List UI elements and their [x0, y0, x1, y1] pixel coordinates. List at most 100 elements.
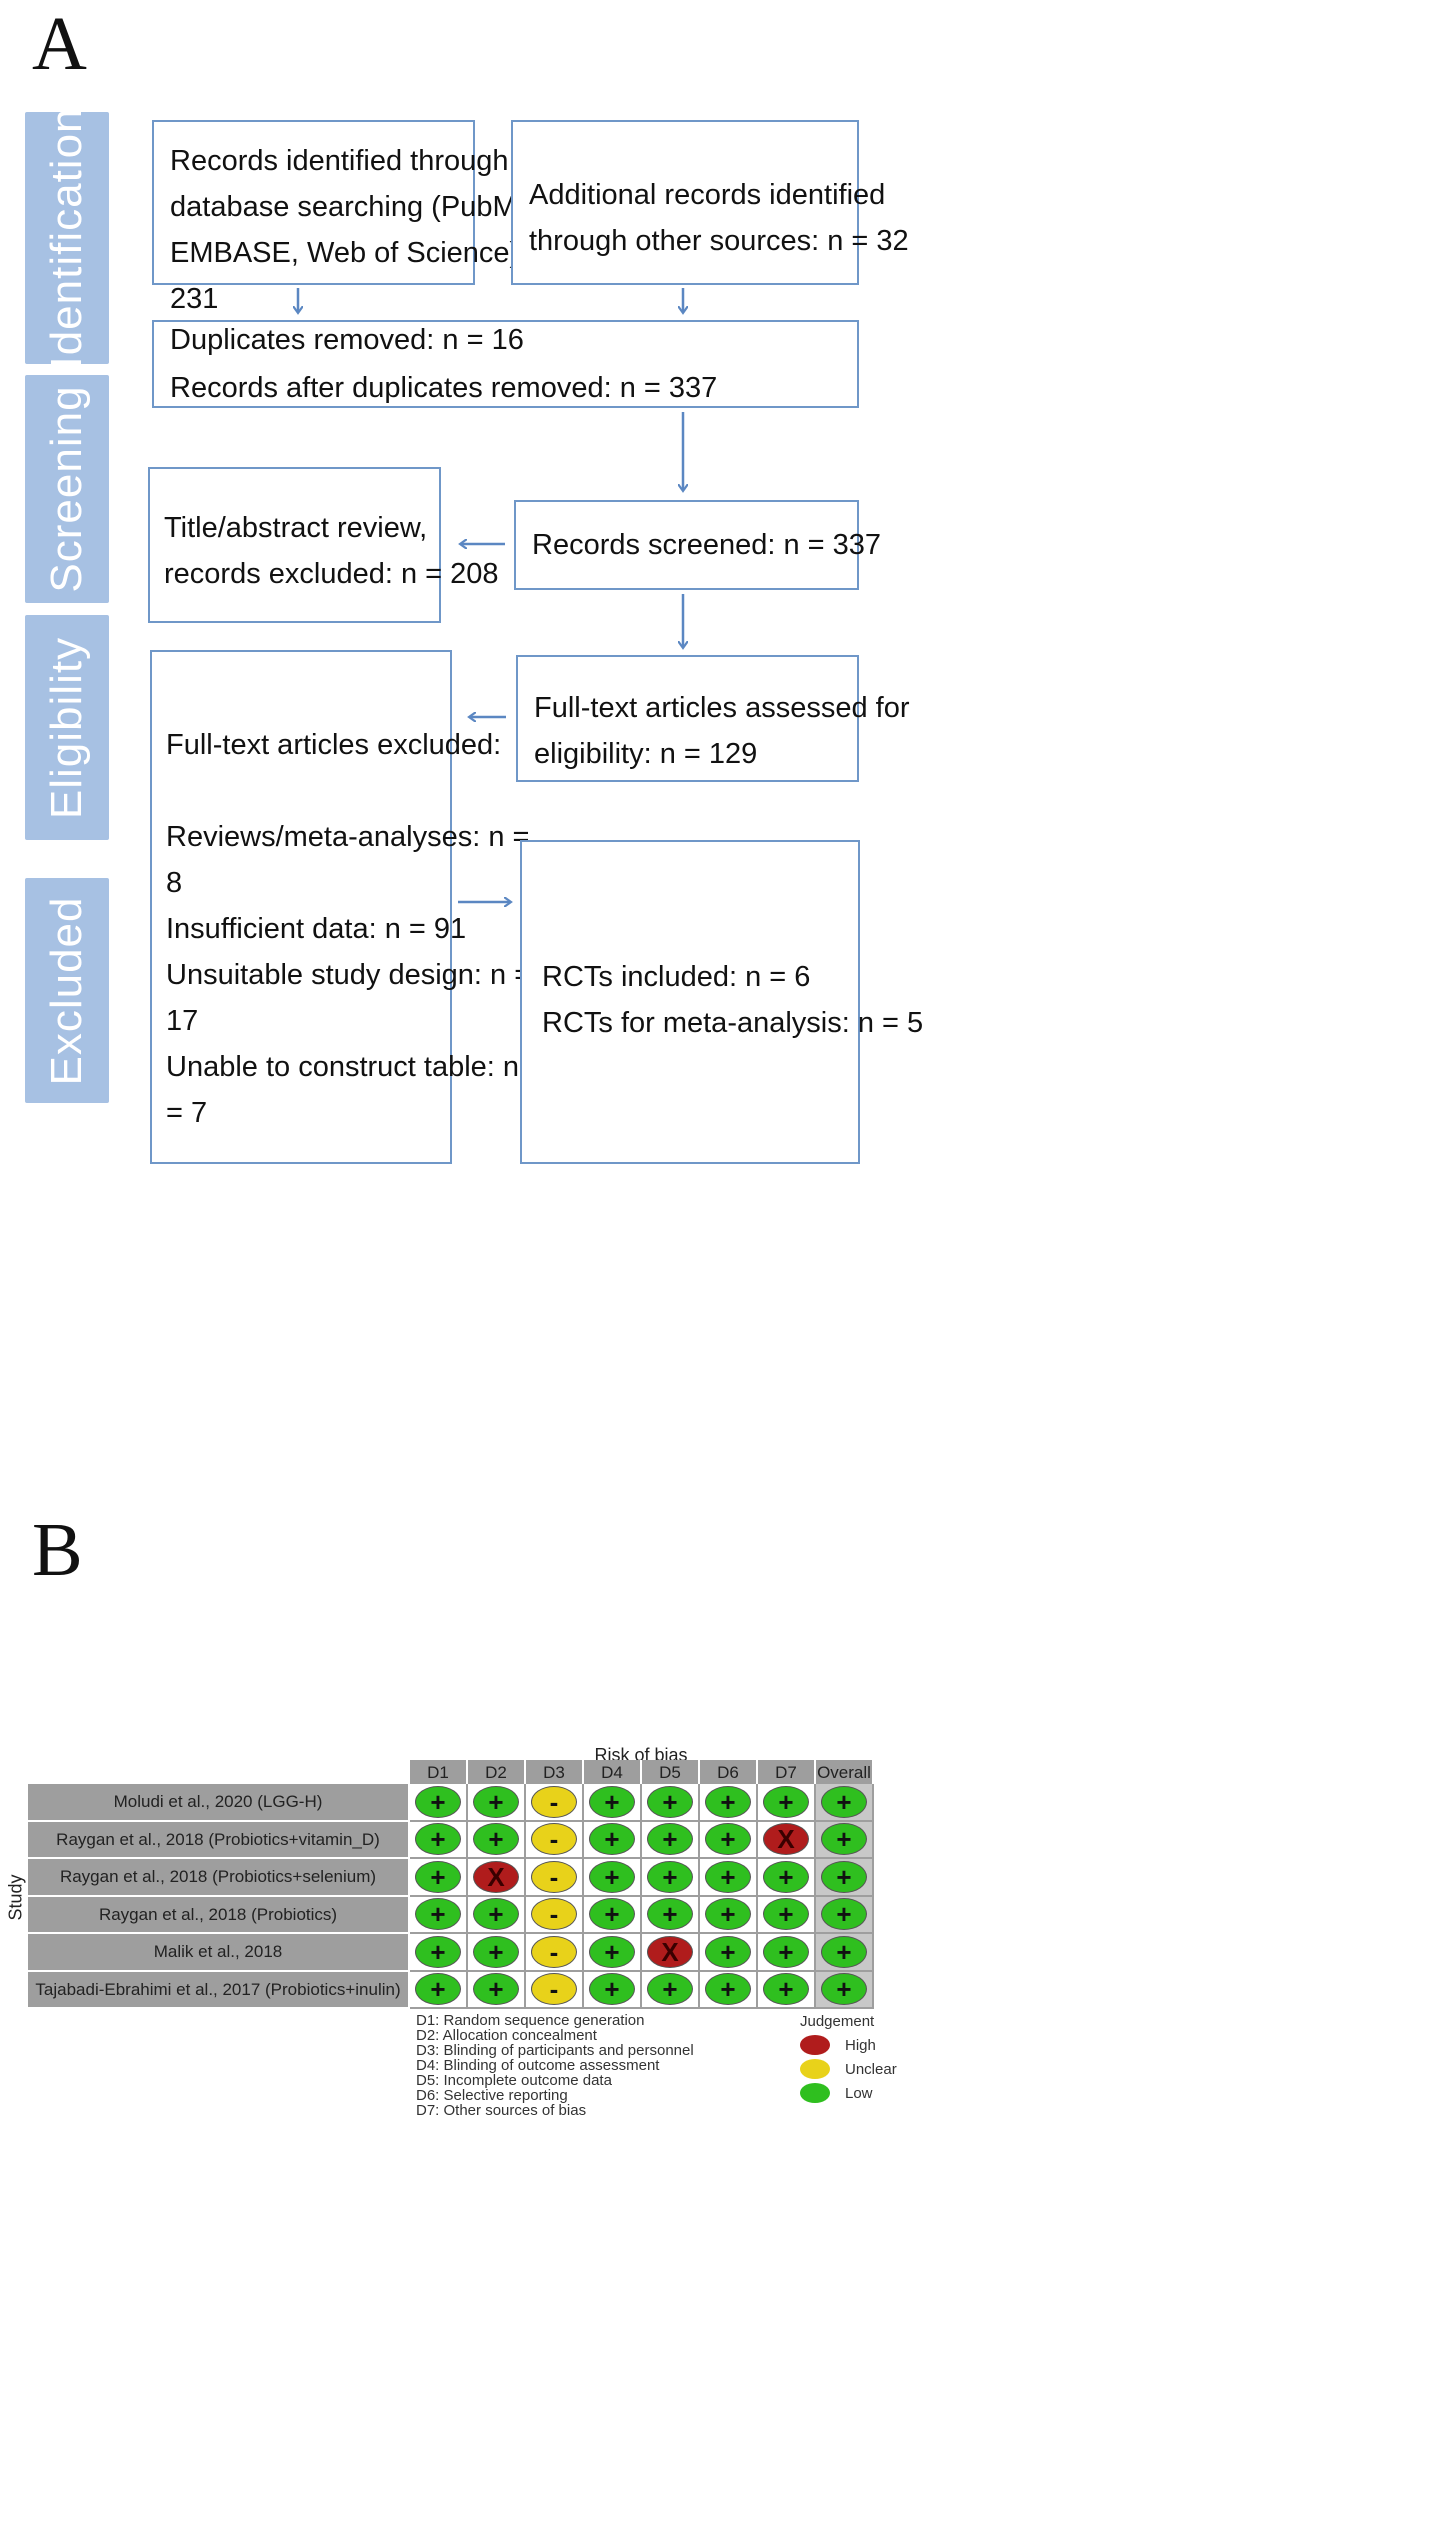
- box-duplicates-line-1: Duplicates removed: n = 16: [170, 324, 524, 356]
- rob-low-icon: +: [705, 1898, 751, 1931]
- rob-column-d4: D4: [584, 1760, 642, 1784]
- rob-low-icon: +: [821, 1898, 867, 1931]
- rob-cell: +: [468, 1821, 526, 1859]
- rob-cell: +: [700, 1859, 758, 1897]
- rob-cell: -: [526, 1784, 584, 1822]
- rob-cell: +: [758, 1784, 816, 1822]
- rob-cell: -: [526, 1859, 584, 1897]
- rob-low-icon: +: [415, 1898, 461, 1931]
- box-fulltext-excluded-line-4: 8: [166, 867, 183, 899]
- box-fulltext-excluded-line-7: 17: [166, 1005, 199, 1037]
- rob-legend-unclear-label: Unclear: [845, 2061, 897, 2078]
- rob-unclear-icon: -: [531, 1823, 577, 1856]
- rob-cell: +: [642, 1784, 700, 1822]
- rob-unclear-icon: -: [531, 1935, 577, 1968]
- rob-low-icon: +: [647, 1823, 693, 1856]
- rob-low-icon: +: [589, 1823, 635, 1856]
- rob-cell: +: [584, 1784, 642, 1822]
- box-database-line-4: 231: [170, 283, 219, 315]
- rob-cell: +: [468, 1896, 526, 1934]
- rob-legend-unclear-icon: [800, 2059, 830, 2079]
- rob-cell: +: [700, 1934, 758, 1972]
- rob-column-d6: D6: [700, 1760, 758, 1784]
- rob-low-icon: +: [705, 1785, 751, 1818]
- rob-cell: X: [468, 1859, 526, 1897]
- rob-low-icon: +: [415, 1973, 461, 2006]
- box-rcts-included: RCTs included: n = 6 RCTs for meta-analy…: [520, 840, 923, 1164]
- rob-cell: +: [584, 1896, 642, 1934]
- rob-cell: +: [816, 1896, 874, 1934]
- rob-low-icon: +: [821, 1973, 867, 2006]
- rob-low-icon: +: [647, 1860, 693, 1893]
- rob-high-icon: X: [473, 1860, 519, 1893]
- rob-cell: +: [642, 1859, 700, 1897]
- box-fulltext-excluded-line-9: = 7: [166, 1097, 208, 1129]
- rob-cell: +: [468, 1971, 526, 2009]
- box-additional-line-1: Additional records identified: [529, 179, 886, 211]
- rob-cell: +: [700, 1896, 758, 1934]
- rob-low-icon: +: [647, 1785, 693, 1818]
- box-fulltext-excluded-line-3: Reviews/meta-analyses: n =: [166, 821, 530, 853]
- box-fulltext-excluded-line-5: Insufficient data: n = 91: [166, 913, 467, 945]
- rob-unclear-icon: -: [531, 1860, 577, 1893]
- rob-low-icon: +: [821, 1823, 867, 1856]
- rob-low-icon: +: [705, 1973, 751, 2006]
- rob-domain-legend-item: D4: Blinding of outcome assessment: [416, 2057, 660, 2074]
- rob-cell: -: [526, 1821, 584, 1859]
- rob-domain-legend-item: D7: Other sources of bias: [416, 2102, 587, 2119]
- box-duplicates-line-2: Records after duplicates removed: n = 33…: [170, 372, 718, 404]
- rob-cell: +: [700, 1971, 758, 2009]
- box-fulltext-excluded-line-6: Unsuitable study design: n =: [166, 959, 532, 991]
- rob-low-icon: +: [415, 1860, 461, 1893]
- rob-cell: +: [700, 1784, 758, 1822]
- rob-low-icon: +: [705, 1935, 751, 1968]
- rob-low-icon: +: [589, 1935, 635, 1968]
- rob-high-icon: X: [647, 1935, 693, 1968]
- rob-low-icon: +: [763, 1935, 809, 1968]
- box-duplicates: Duplicates removed: n = 16 Records after…: [152, 320, 859, 408]
- rob-study-row-label: Moludi et al., 2020 (LGG-H): [28, 1784, 408, 1822]
- rob-study-row-label: Tajabadi-Ebrahimi et al., 2017 (Probioti…: [28, 1971, 408, 2009]
- rob-low-icon: +: [473, 1973, 519, 2006]
- box-included-line-2: RCTs for meta-analysis: n = 5: [542, 1007, 924, 1039]
- stage-eligibility: Eligibility: [25, 615, 109, 840]
- rob-low-icon: +: [821, 1935, 867, 1968]
- rob-legend-low-label: Low: [845, 2085, 873, 2102]
- rob-cell: X: [758, 1821, 816, 1859]
- rob-cell: +: [816, 1971, 874, 2009]
- rob-cell: -: [526, 1896, 584, 1934]
- rob-cell: +: [584, 1821, 642, 1859]
- rob-study-row-label: Malik et al., 2018: [28, 1934, 408, 1972]
- rob-domain-legend-item: D3: Blinding of participants and personn…: [416, 2042, 694, 2059]
- rob-low-icon: +: [589, 1973, 635, 2006]
- rob-low-icon: +: [473, 1935, 519, 1968]
- rob-column-d1: D1: [410, 1760, 468, 1784]
- rob-cell: -: [526, 1971, 584, 2009]
- rob-column-d5: D5: [642, 1760, 700, 1784]
- box-database-line-2: database searching (PubMed,: [170, 191, 557, 223]
- rob-low-icon: +: [705, 1860, 751, 1893]
- rob-legend-low-icon: [800, 2083, 830, 2103]
- rob-legend-high-label: High: [845, 2037, 876, 2054]
- rob-cell: +: [758, 1934, 816, 1972]
- rob-unclear-icon: -: [531, 1898, 577, 1931]
- rob-cell: +: [816, 1784, 874, 1822]
- box-fulltext-excluded-line-8: Unable to construct table: n: [166, 1051, 520, 1083]
- rob-low-icon: +: [821, 1860, 867, 1893]
- rob-cell: +: [642, 1971, 700, 2009]
- rob-cell: +: [642, 1821, 700, 1859]
- panel-b-letter: B: [32, 1508, 83, 1592]
- box-records-screened: Records screened: n = 337: [514, 500, 881, 590]
- rob-cell: +: [468, 1934, 526, 1972]
- box-fulltext-excluded: Full-text articles excluded: Reviews/met…: [150, 650, 531, 1164]
- flow-arrows: [0, 288, 1429, 1200]
- box-screened-line-1: Records screened: n = 337: [532, 529, 882, 561]
- rob-cell: +: [410, 1896, 468, 1934]
- rob-low-icon: +: [763, 1785, 809, 1818]
- panel-a-letter: A: [32, 2, 87, 86]
- rob-legend-high-icon: [800, 2035, 830, 2055]
- rob-low-icon: +: [705, 1823, 751, 1856]
- rob-cell: +: [468, 1784, 526, 1822]
- box-fulltext-assessed-line-1: Full-text articles assessed for: [534, 692, 910, 724]
- rob-domain-legend-item: D1: Random sequence generation: [416, 2012, 645, 2029]
